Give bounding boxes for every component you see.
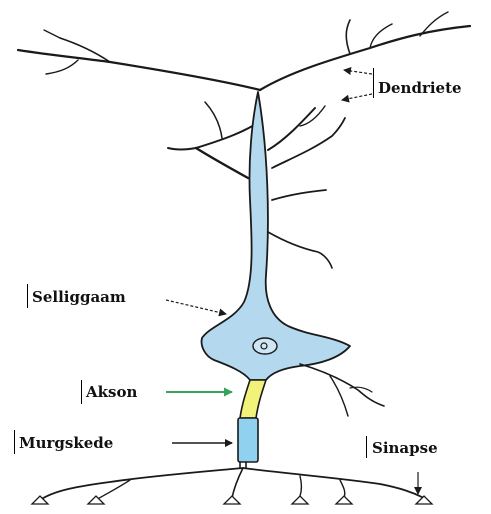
dendrites-tick: [373, 68, 374, 98]
dendrites-pointer-2: [342, 94, 372, 100]
synaptic-boutons: [32, 496, 432, 504]
axon-tick: [81, 380, 82, 404]
synapse-tick: [366, 436, 367, 458]
label-pointers: [166, 70, 418, 494]
dendrites-label: Dendriete: [378, 79, 462, 97]
axon-label: Akson: [86, 383, 137, 401]
dendrites-pointer-1: [344, 70, 372, 74]
synapse-label: Sinapse: [372, 439, 438, 457]
myelin-tick: [14, 430, 15, 454]
myelin-sheath-label: Murgskede: [19, 434, 113, 452]
cell-body-label: Selliggaam: [32, 288, 126, 306]
cell-body-tick: [27, 284, 28, 308]
soma-dendrite: [300, 364, 384, 416]
nucleus: [253, 338, 277, 354]
axon-segment: [240, 380, 266, 418]
cell-body-pointer: [166, 300, 226, 314]
dendrite-branches: [18, 12, 470, 268]
myelin-sheath: [238, 418, 258, 462]
axon-terminals: [40, 462, 424, 500]
